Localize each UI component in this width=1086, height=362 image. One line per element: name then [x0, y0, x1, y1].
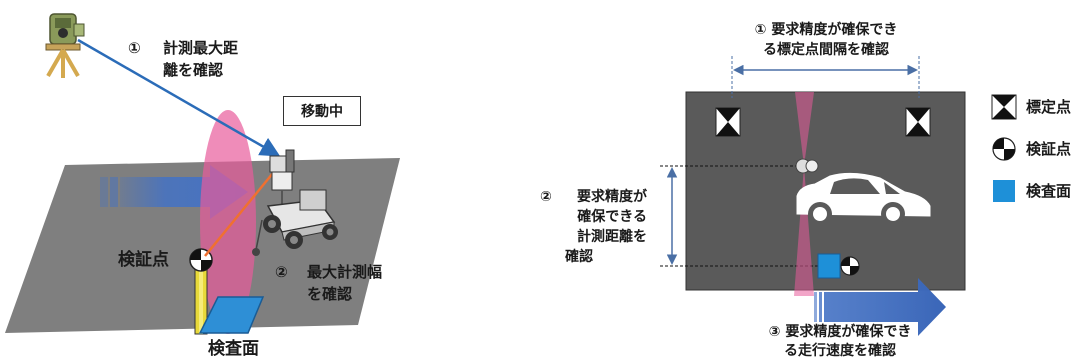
step2-text-line1-left: 最大計測幅	[307, 263, 383, 281]
legend-label-inspection-surface: 検査面	[1026, 182, 1072, 200]
step3-text-line2-right: る走行速度を確認	[784, 343, 896, 359]
control-point-target	[905, 107, 931, 137]
step2-text-line1-right: 要求精度が	[577, 189, 647, 205]
step1-text-line1-right: ① 要求精度が確保でき	[754, 22, 898, 38]
inspection-surface-label: 検査面	[208, 339, 259, 359]
legend-inspection-surface-icon	[993, 180, 1015, 202]
step2-number-right: ②	[540, 189, 552, 205]
inspection-surface-square	[817, 253, 841, 279]
step3-text-line1-right: ③ 要求精度が確保でき	[768, 324, 912, 340]
step1-text-line2-right: る標定点間隔を確認	[763, 42, 889, 58]
car-icon	[796, 172, 931, 226]
step2-text-line3-right: 計測距離を	[577, 229, 647, 245]
inspection-surface-patch	[198, 296, 265, 334]
total-station-icon	[45, 13, 85, 78]
control-point-target	[715, 107, 741, 137]
step1-text-line2-left: 離を確認	[163, 61, 224, 79]
max-distance-line	[77, 38, 281, 157]
travel-speed-arrow	[814, 278, 946, 336]
legend-control-point-icon	[991, 94, 1017, 120]
verification-point-target-right	[840, 256, 860, 276]
legend-verification-point-icon	[992, 137, 1016, 161]
step2-text-line2-right: 確保できる	[577, 209, 647, 225]
legend-label-verification-point: 検証点	[1026, 140, 1072, 158]
mobile-mapping-cart-icon	[252, 149, 338, 256]
laser-beam-line	[204, 161, 283, 257]
step1-text-line1-left: 計測最大距	[163, 39, 239, 57]
step2-number-left: ②	[275, 263, 288, 281]
laser-scan-plane	[200, 110, 256, 334]
step1-number-left: ①	[128, 39, 141, 57]
step2-text-line4-right: 確認	[565, 249, 593, 265]
legend-label-control-point: 標定点	[1026, 98, 1072, 116]
step2-text-line2-left: を確認	[307, 285, 353, 303]
verification-point-label: 検証点	[118, 250, 169, 270]
moving-callout: 移動中	[283, 96, 361, 126]
